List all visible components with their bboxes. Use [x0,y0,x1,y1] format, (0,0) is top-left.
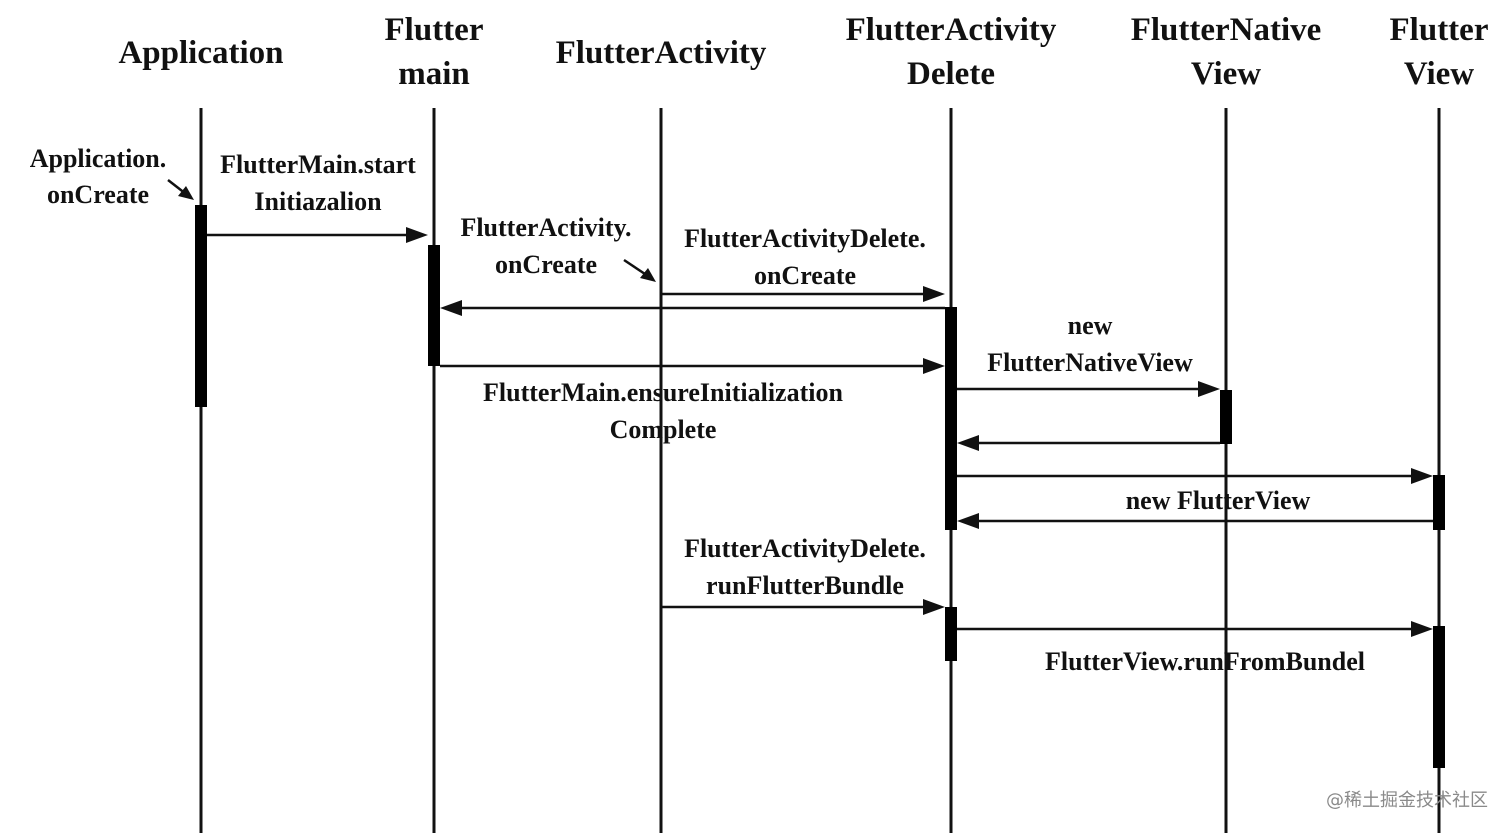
participant-activity-delegate-line1: FlutterActivity [846,12,1057,48]
arrowhead [1411,621,1433,637]
arrowhead [406,227,428,243]
label-delegate-oncreate-line2: onCreate [754,261,856,290]
arrowhead [440,300,462,316]
message-native-view-return [957,435,1220,451]
activation-flutter-view-run [1433,626,1445,768]
arrowhead [923,286,945,302]
label-new-native-view-line1: new [1068,311,1113,340]
message-delegate-oncreate: FlutterActivityDelete. onCreate [661,224,945,302]
label-new-native-view-line2: FlutterNativeView [987,348,1193,377]
message-new-flutter-view: new FlutterView [957,486,1433,529]
participant-activity-delegate-line2: Delete [907,56,995,92]
message-run-flutter-bundle: FlutterActivityDelete. runFlutterBundle [661,534,945,615]
watermark-text: @稀土掘金技术社区 [1326,790,1488,811]
message-new-native-view: new FlutterNativeView [957,311,1220,397]
message-application-oncreate: Application. onCreate [30,144,194,209]
participant-native-view-line1: FlutterNative [1131,12,1322,48]
participant-flutter-activity: FlutterActivity [556,35,767,71]
label-start-init-line2: Initiazalion [254,187,382,216]
label-run-bundle-line2: runFlutterBundle [706,571,904,600]
message-start-initialization: FlutterMain.start Initiazalion [207,150,428,243]
participant-application: Application [118,35,283,71]
activation-flutter-view-create [1433,475,1445,530]
label-delegate-oncreate-line1: FlutterActivityDelete. [684,224,926,253]
participant-flutter-main-line2: main [398,56,470,92]
activation-delegate-oncreate [945,307,957,530]
activation-flutter-main [428,245,440,366]
activation-native-view [1220,390,1232,444]
participant-native-view-line2: View [1191,56,1261,92]
label-application-oncreate-line2: onCreate [47,180,149,209]
arrowhead [923,358,945,374]
arrowhead [923,599,945,615]
label-application-oncreate-line1: Application. [30,144,167,173]
participant-flutter-main-line1: Flutter [385,12,484,48]
participant-flutter-view-line1: Flutter [1390,12,1489,48]
arrowhead [640,268,656,282]
message-create-flutter-view [957,468,1433,484]
label-activity-oncreate-line2: onCreate [495,250,597,279]
messages: Application. onCreate FlutterMain.start … [30,144,1433,676]
participant-flutter-view-line2: View [1404,56,1474,92]
label-ensure-init-line1: FlutterMain.ensureInitialization [483,378,843,407]
activation-delegate-run [945,607,957,661]
arrowhead [1411,468,1433,484]
message-run-from-bundel: FlutterView.runFromBundel [957,621,1433,676]
label-activity-oncreate-line1: FlutterActivity. [460,213,631,242]
arrowhead [957,513,979,529]
arrowhead [178,186,194,200]
arrowhead [1198,381,1220,397]
activation-application [195,205,207,407]
arrowhead [957,435,979,451]
message-activity-oncreate: FlutterActivity. onCreate [460,213,656,282]
label-run-from-bundel: FlutterView.runFromBundel [1045,647,1365,676]
label-run-bundle-line1: FlutterActivityDelete. [684,534,926,563]
lifelines [199,108,1441,833]
participant-headers: Application Flutter main FlutterActivity… [118,12,1488,92]
label-start-init-line1: FlutterMain.start [220,150,416,179]
label-ensure-init-line2: Complete [610,415,717,444]
message-ensure-init-call [440,300,945,316]
label-new-flutter-view: new FlutterView [1126,486,1311,515]
message-ensure-init-complete: FlutterMain.ensureInitialization Complet… [440,358,945,444]
activation-bars [195,205,1445,768]
